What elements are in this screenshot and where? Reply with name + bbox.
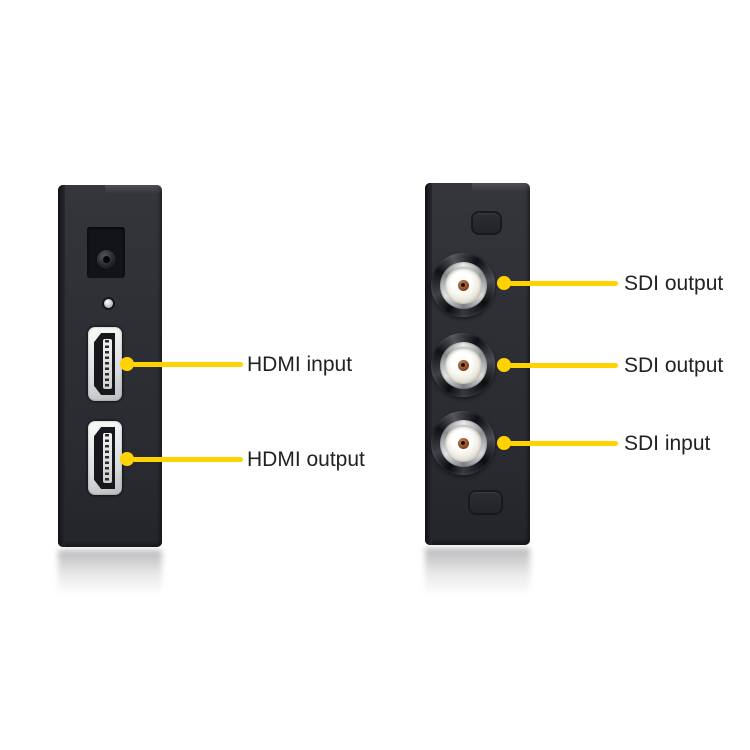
bnc-ring bbox=[439, 419, 487, 467]
callout-dot bbox=[120, 452, 134, 466]
hdmi-port-tongue bbox=[103, 432, 113, 484]
callout-dot bbox=[120, 357, 134, 371]
left-device-reflection bbox=[58, 550, 162, 605]
sdi-input-bnc-connector-icon bbox=[431, 411, 495, 475]
dc-barrel-pin-hole bbox=[103, 256, 110, 263]
callout-label: SDI input bbox=[624, 431, 711, 455]
bnc-pin-hole bbox=[461, 363, 465, 367]
callout-leader-line bbox=[132, 361, 243, 367]
hdmi-input-port-icon bbox=[88, 327, 122, 401]
callout-hdmi-input: HDMI input bbox=[120, 350, 352, 378]
bnc-dielectric bbox=[444, 346, 482, 384]
bnc-center-pin bbox=[457, 359, 469, 371]
bnc-center-pin bbox=[457, 279, 469, 291]
top-edge-highlight bbox=[472, 183, 530, 192]
dc-barrel-connector bbox=[97, 250, 116, 269]
bnc-pin-hole bbox=[461, 441, 465, 445]
hdmi-port-opening bbox=[94, 427, 115, 489]
hdmi-port-pins bbox=[105, 340, 110, 388]
hdmi-port-pins bbox=[105, 434, 110, 482]
bnc-pin-hole bbox=[461, 283, 465, 287]
status-led-icon bbox=[104, 299, 113, 308]
callout-leader-line bbox=[509, 362, 618, 368]
hdmi-output-port-icon bbox=[88, 421, 122, 495]
callout-dot bbox=[497, 358, 511, 372]
callout-sdi-output-2: SDI output bbox=[497, 351, 723, 379]
sdi-output-bnc-connector-icon bbox=[431, 333, 495, 397]
callout-dot bbox=[497, 276, 511, 290]
callout-label: HDMI output bbox=[247, 447, 365, 471]
bnc-ring bbox=[439, 341, 487, 389]
bnc-center-pin bbox=[457, 437, 469, 449]
bnc-dielectric bbox=[444, 424, 482, 462]
callout-label: SDI output bbox=[624, 271, 724, 295]
callout-sdi-input: SDI input bbox=[497, 429, 710, 457]
callout-hdmi-output: HDMI output bbox=[120, 445, 365, 473]
hdmi-port-opening bbox=[94, 333, 115, 395]
callout-leader-line bbox=[132, 456, 243, 462]
callout-leader-line bbox=[509, 440, 618, 446]
push-button-icon bbox=[471, 211, 502, 235]
right-device-reflection bbox=[425, 548, 530, 606]
sdi-device-panel bbox=[425, 183, 530, 545]
bnc-dielectric bbox=[444, 266, 482, 304]
device-side-edge bbox=[58, 185, 65, 547]
sdi-output-bnc-connector-icon bbox=[431, 253, 495, 317]
device-side-edge bbox=[425, 183, 432, 545]
hdmi-port-tongue bbox=[103, 338, 113, 390]
top-edge-highlight bbox=[104, 185, 162, 194]
push-button-icon bbox=[468, 490, 503, 515]
callout-leader-line bbox=[509, 280, 618, 286]
callout-sdi-output-1: SDI output bbox=[497, 269, 723, 297]
callout-dot bbox=[497, 436, 511, 450]
callout-label: HDMI input bbox=[247, 352, 353, 376]
dc-power-jack-icon bbox=[87, 227, 125, 278]
bnc-ring bbox=[439, 261, 487, 309]
callout-label: SDI output bbox=[624, 353, 724, 377]
